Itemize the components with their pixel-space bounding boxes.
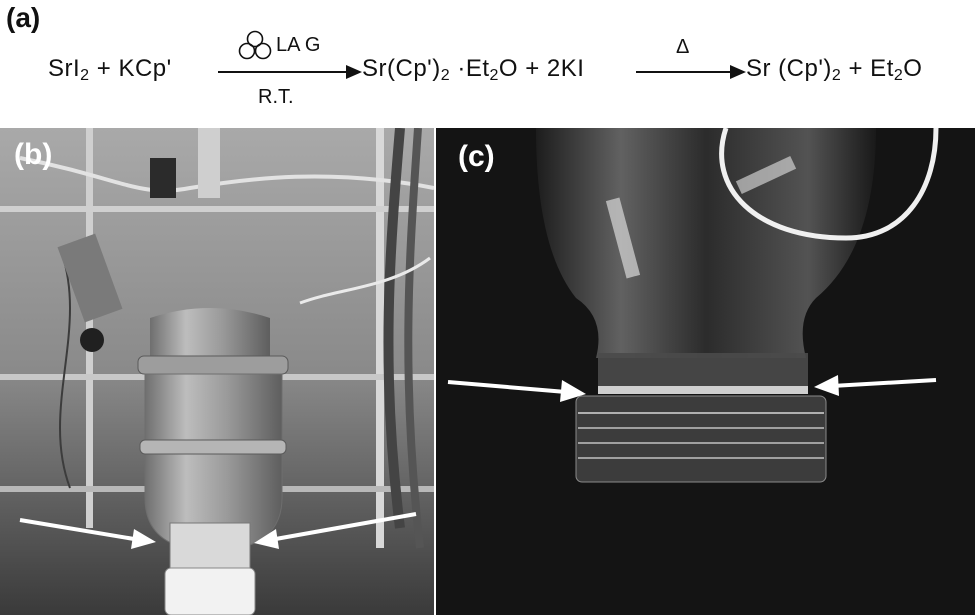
subscript: 2 <box>831 67 842 84</box>
condition-rt: R.T. <box>258 86 294 108</box>
reaction-arrow-2-head <box>730 65 746 79</box>
product-srcp2: Sr(Cp') <box>362 55 441 82</box>
reaction-arrow-1 <box>218 71 348 73</box>
equation-reactants: SrI2 + KCp' <box>48 55 172 85</box>
product-o-ki: O + 2KI <box>498 55 585 82</box>
product-et: ·Et <box>450 55 490 82</box>
equation-products: Sr (Cp')2 + Et2O <box>746 55 922 85</box>
apparatus-illustration <box>0 128 434 615</box>
photo-apparatus: (b) <box>0 128 434 615</box>
plus-sign: + <box>89 55 119 82</box>
product-et-final: + Et <box>841 55 894 82</box>
three-circles-icon <box>238 30 272 60</box>
reaction-arrow-2 <box>636 71 732 73</box>
panel-label-a: (a) <box>6 2 41 33</box>
condition-lag: LA G <box>238 30 320 60</box>
reactant-kcp: KCp' <box>118 55 172 82</box>
product-srcp2-final: Sr (Cp') <box>746 55 832 82</box>
subscript: 2 <box>489 67 499 84</box>
subscript: 2 <box>80 67 90 84</box>
product-o-final: O <box>903 55 923 82</box>
reaction-arrow-1-head <box>346 65 362 79</box>
reactant-sri2: SrI <box>48 55 81 82</box>
condition-lag-label: LA G <box>276 33 321 56</box>
closeup-illustration <box>436 128 975 615</box>
subscript: 2 <box>440 67 451 84</box>
equation-intermediate: Sr(Cp')2 ·Et2O + 2KI <box>362 55 584 85</box>
photo-closeup: (c) <box>436 128 975 615</box>
panel-label-b: (b) <box>14 138 53 171</box>
subscript: 2 <box>893 67 904 84</box>
condition-heat: Δ <box>676 36 690 58</box>
panel-label-c: (c) <box>458 140 495 173</box>
